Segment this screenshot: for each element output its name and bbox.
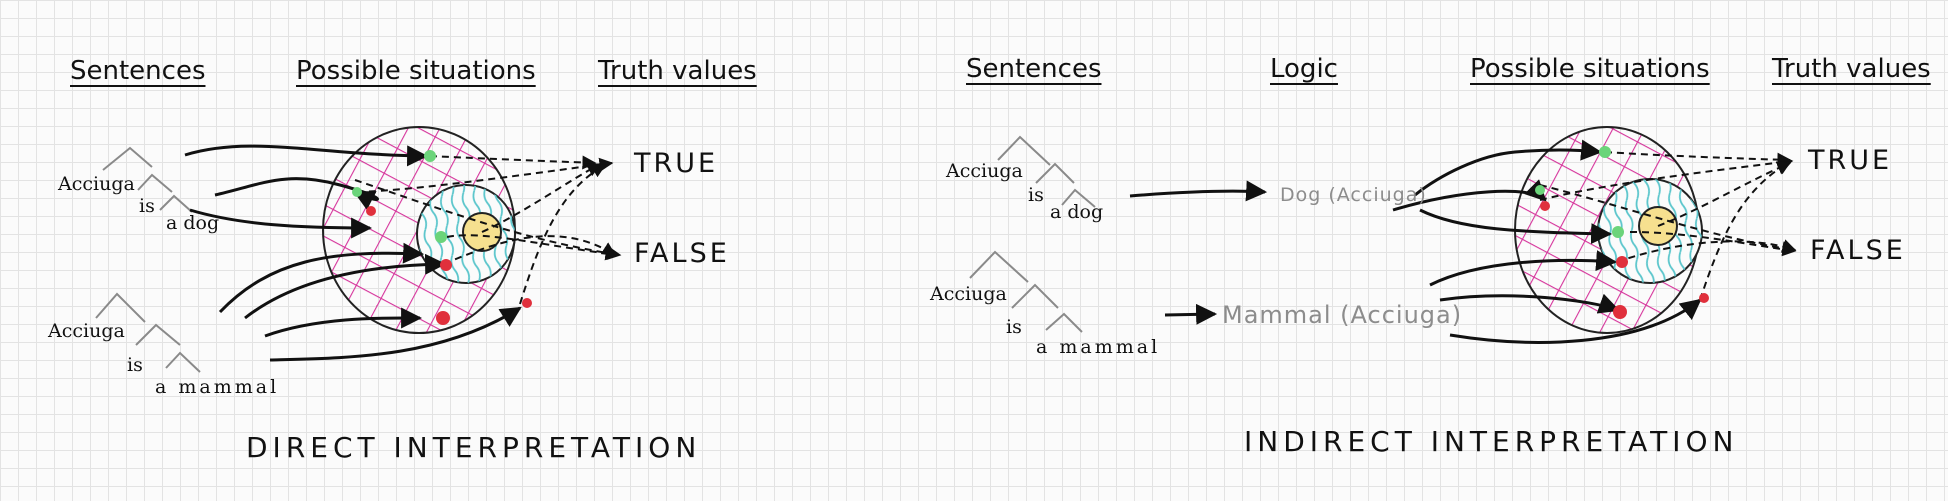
false-dot-right-4 [1699, 293, 1709, 303]
sentence-mammal-object-right: a mammal [1036, 336, 1161, 358]
false-dot-right-2 [1616, 256, 1628, 268]
sentence-dog-object-right: a dog [1050, 201, 1104, 223]
true-dot-left-1 [424, 150, 436, 162]
false-dot-right-3 [1613, 305, 1627, 319]
caption-indirect-interpretation: INDIRECT INTERPRETATION [1244, 425, 1739, 458]
false-dot-right-1 [1540, 201, 1550, 211]
logic-formula-dog: Dog (Acciuga) [1280, 184, 1427, 206]
header-truth-values-left: Truth values [598, 56, 757, 86]
false-label-right: FALSE [1810, 235, 1906, 266]
truth-arrows-left [354, 155, 622, 305]
sentence-mammal-verb-right: is [1006, 316, 1022, 338]
false-label-left: FALSE [634, 238, 730, 269]
true-dot-right-3 [1612, 226, 1624, 238]
false-dot-left-3 [436, 311, 450, 325]
caption-direct-interpretation: DIRECT INTERPRETATION [246, 431, 702, 464]
true-dot-right-2 [1535, 185, 1545, 195]
sentence-dog-verb-left: is [139, 195, 155, 217]
sentence-mammal-verb-left: is [127, 354, 143, 376]
false-dot-left-2 [440, 259, 452, 271]
header-logic: Logic [1270, 54, 1338, 84]
header-possible-situations-right: Possible situations [1470, 54, 1710, 84]
logic-formula-mammal: Mammal (Acciuga) [1222, 301, 1463, 329]
interpretation-arrows-left [184, 144, 522, 362]
syntax-tree-dog-left [102, 146, 193, 213]
syntax-tree-mammal-left [95, 292, 201, 373]
header-truth-values-right: Truth values [1772, 54, 1931, 84]
syntax-tree-mammal-right [969, 250, 1083, 333]
sentence-mammal-subject-right: Acciuga [930, 283, 1007, 305]
truth-arrows-right [1539, 151, 1797, 301]
sentence-dog-subject-left: Acciuga [58, 173, 135, 195]
sentence-mammal-subject-left: Acciuga [48, 320, 125, 342]
false-dot-left-1 [366, 206, 376, 216]
header-sentences-right: Sentences [966, 54, 1102, 84]
true-label-left: TRUE [634, 148, 719, 179]
sentence-mammal-object-left: a mammal [155, 376, 280, 398]
sentence-dog-subject-right: Acciuga [946, 160, 1023, 182]
header-possible-situations-left: Possible situations [296, 56, 536, 86]
syntax-tree-dog-right [997, 135, 1096, 208]
true-dot-right-1 [1599, 146, 1611, 158]
translation-arrows [1129, 180, 1268, 325]
situation-set-right [1514, 126, 1703, 334]
true-dot-left-2 [352, 187, 362, 197]
header-sentences-left: Sentences [70, 56, 206, 86]
left-panel [95, 126, 622, 373]
right-panel [969, 126, 1797, 344]
true-label-right: TRUE [1808, 145, 1893, 176]
sentence-dog-verb-right: is [1028, 184, 1044, 206]
false-dot-left-4 [522, 298, 532, 308]
interpretation-arrows-right [1392, 139, 1702, 344]
sentence-dog-object-left: a dog [166, 212, 220, 234]
true-dot-left-3 [435, 231, 447, 243]
